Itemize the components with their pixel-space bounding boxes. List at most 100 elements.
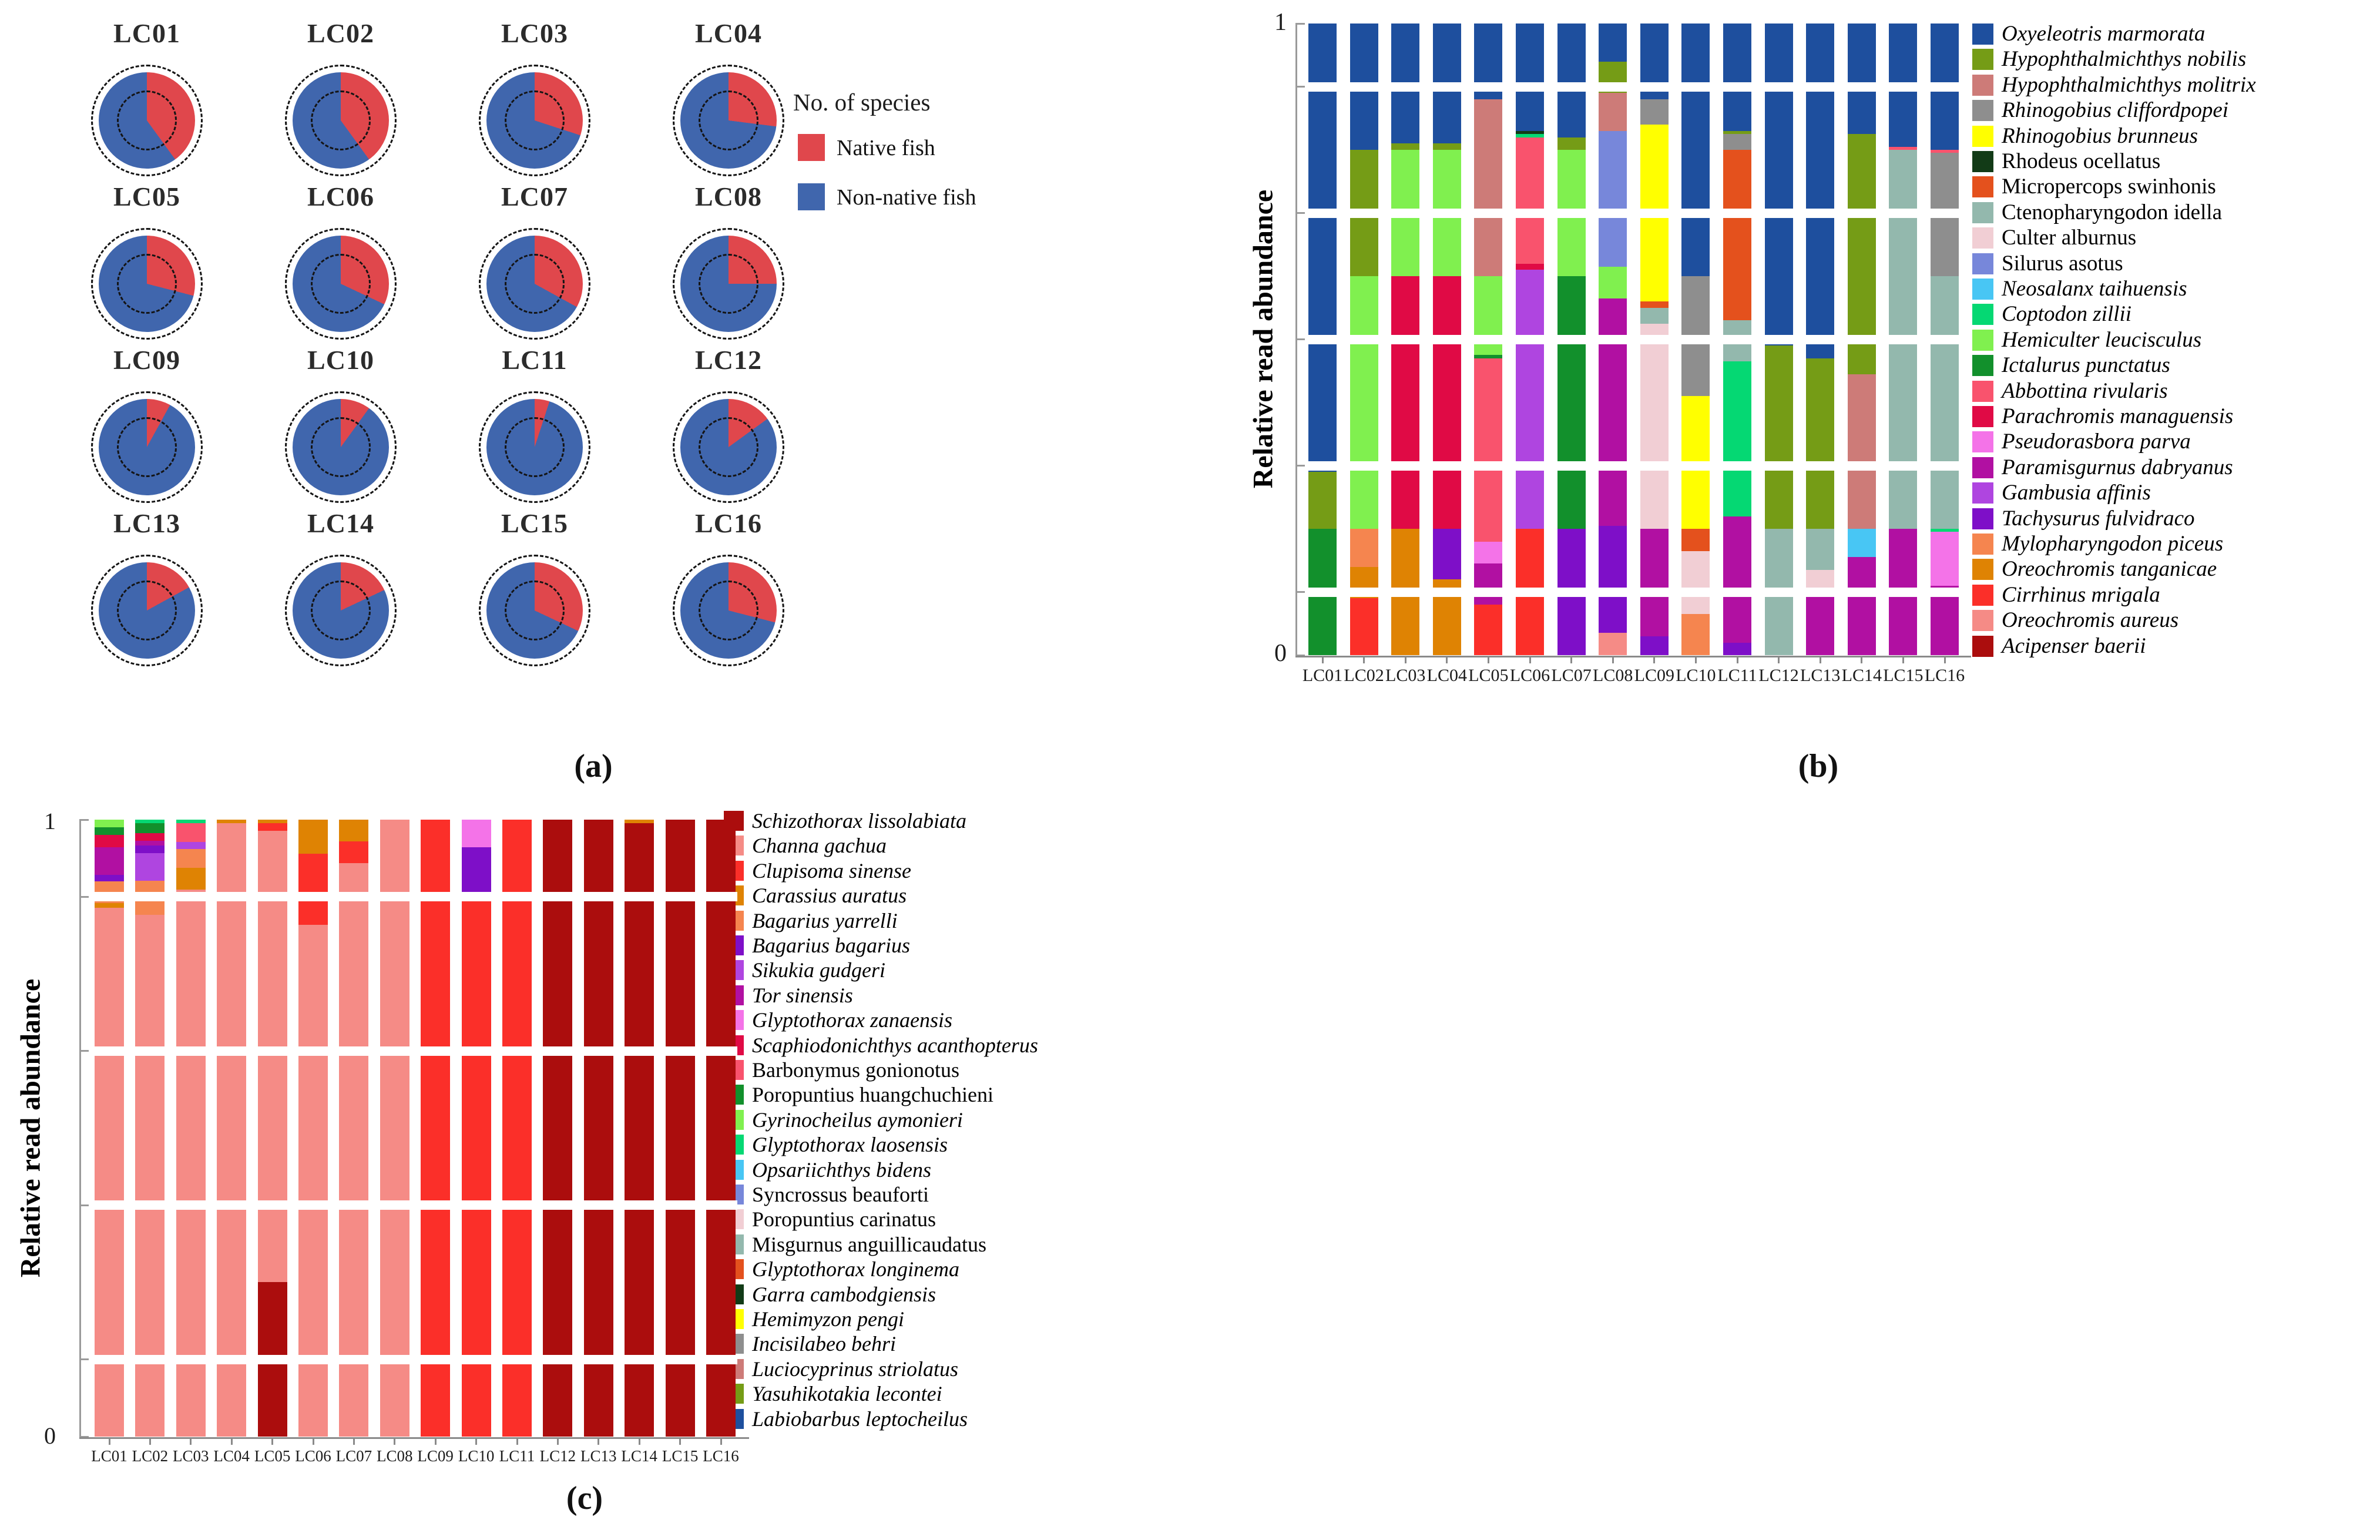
bar-segment (461, 894, 491, 1437)
x-tick-label-LC11: LC11 (1717, 666, 1757, 685)
bar-segment (1931, 532, 1959, 586)
band-separator (91, 1046, 737, 1056)
bar-segment (1764, 345, 1793, 529)
x-tick-label-LC15: LC15 (1883, 666, 1924, 685)
legend-swatch-b (1972, 100, 1993, 122)
bar-segment (176, 820, 206, 824)
band-separator (1307, 82, 1959, 92)
pie-outer-ring (479, 228, 590, 340)
legend-label-c: Poropuntius carinatus (752, 1207, 936, 1232)
x-tick (149, 1438, 151, 1445)
x-tick (230, 1438, 233, 1445)
x-tick-label-LC05: LC05 (254, 1447, 291, 1465)
bar-segment (1847, 557, 1876, 655)
bar-b-LC11 (1723, 24, 1751, 655)
legend-label-b: Abbottina rivularis (2002, 378, 2168, 403)
x-tick-label-LC07: LC07 (1551, 666, 1592, 685)
pie-title-LC01: LC01 (113, 18, 180, 48)
legend-label-b: Acipenser baerii (2002, 633, 2146, 658)
legend-label-c: Labiobarbus leptocheilus (752, 1407, 968, 1431)
legend-label-c: Misgurnus anguillicaudatus (752, 1232, 986, 1256)
x-tick (679, 1438, 682, 1445)
pie-title-LC05: LC05 (113, 182, 180, 212)
x-tick-label-LC06: LC06 (1509, 666, 1550, 685)
x-tick-label-LC04: LC04 (213, 1447, 250, 1465)
bar-segment (95, 827, 124, 836)
x-tick-label-LC03: LC03 (173, 1447, 209, 1465)
bar-segment (95, 902, 124, 908)
pie-outer-ring (479, 555, 590, 666)
legend-label-b: Rhodeus ocellatus (2002, 149, 2161, 173)
bar-segment (1723, 24, 1751, 131)
pie-inner-ring (505, 417, 565, 477)
legend-label-b: Coptodon zillii (2002, 302, 2132, 327)
bar-segment (1474, 355, 1503, 358)
bar-segment (95, 875, 124, 881)
legend-label-b: Mylopharyngodon piceus (2002, 532, 2224, 556)
x-tick (638, 1438, 640, 1445)
pie-inner-ring (117, 90, 177, 150)
bar-segment (1474, 541, 1503, 564)
x-tick (394, 1438, 396, 1445)
pie-outer-ring (673, 228, 784, 340)
legend-label-c: Tor sinensis (752, 983, 853, 1007)
y-axis-tick (1295, 86, 1305, 88)
legend-label-b: Rhinogobius cliffordpopei (2002, 98, 2229, 123)
pie-title-LC02: LC02 (307, 18, 374, 48)
legend-label-b: Tachysurus fulvidraco (2002, 506, 2195, 531)
x-tick-label-LC14: LC14 (621, 1447, 657, 1465)
pie-title-LC04: LC04 (695, 18, 762, 48)
bar-segment (1723, 642, 1751, 655)
panel-b-ytick-1: 1 (1274, 9, 1287, 36)
bar-segment (421, 820, 451, 1437)
legend-label-c: Poropuntius huangchuchieni (752, 1083, 993, 1107)
pie-inner-ring (311, 417, 371, 477)
x-tick-label-LC12: LC12 (539, 1447, 576, 1465)
x-tick (1943, 656, 1946, 663)
caption-a: (a) (574, 748, 613, 784)
bar-segment (1806, 592, 1835, 655)
x-tick-label-LC10: LC10 (458, 1447, 495, 1465)
bar-segment (1557, 276, 1586, 529)
x-tick-label-LC01: LC01 (1302, 666, 1343, 685)
pie-inner-ring (505, 254, 565, 314)
bar-segment (1723, 361, 1751, 516)
bar-b-LC13 (1806, 24, 1835, 655)
legend-swatch-b (1972, 304, 1993, 326)
legend-swatch-b (1972, 202, 1993, 223)
legend-label-c: Scaphiodonichthys acanthopterus (752, 1033, 1038, 1057)
bar-segment (95, 835, 124, 848)
bar-segment (1681, 551, 1710, 615)
bar-segment (1391, 276, 1420, 529)
x-tick (1819, 656, 1821, 663)
x-tick (353, 1438, 355, 1445)
bar-c-LC01 (95, 820, 124, 1437)
bar-segment (1474, 99, 1503, 276)
legend-swatch-b (1972, 279, 1993, 300)
x-tick-label-LC12: LC12 (1758, 666, 1799, 685)
legend-label-c: Schizothorax lissolabiata (752, 809, 967, 833)
x-tick (1487, 656, 1489, 663)
bar-c-LC11 (502, 820, 532, 1437)
bar-segment (1931, 276, 1959, 529)
band-separator (1307, 208, 1959, 218)
y-axis-tick (79, 1204, 89, 1206)
x-tick-label-LC02: LC02 (1344, 666, 1384, 685)
pie-inner-ring (117, 581, 177, 640)
legend-swatch-b (1972, 125, 1993, 147)
x-tick (1902, 656, 1904, 663)
panel-c-ytick-0: 0 (44, 1422, 56, 1449)
pie-inner-ring (699, 417, 758, 477)
panel-c-ytick-1: 1 (44, 808, 56, 834)
bar-segment (1640, 301, 1669, 308)
legend-label-b: Oreochromis tanganicae (2002, 557, 2217, 582)
bar-segment (625, 823, 654, 1437)
bar-b-LC06 (1516, 24, 1544, 655)
legend-swatch-b (1972, 482, 1993, 504)
